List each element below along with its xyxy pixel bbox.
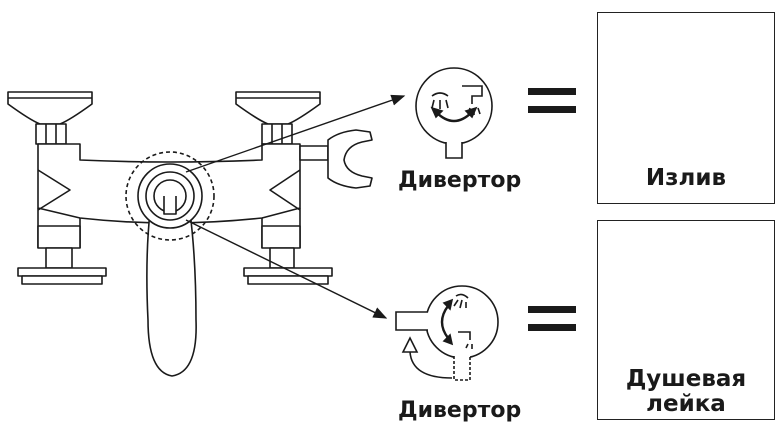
- shower-label-line2: лейка: [646, 391, 726, 417]
- shower-panel: Душевая лейка: [597, 220, 775, 420]
- left-wall-flange: [17, 267, 107, 285]
- shower-label-line1: Душевая: [625, 366, 747, 392]
- mixer-faucet: [7, 91, 373, 377]
- diverter-label-top: Дивертор: [398, 168, 522, 193]
- diverter-label-bottom: Дивертор: [398, 398, 522, 423]
- arrow-to-bottom-diverter: [185, 219, 388, 319]
- lever-handle: [146, 211, 197, 377]
- left-handle: [7, 91, 93, 145]
- arrow-to-top-diverter: [185, 94, 406, 173]
- spout-panel: Излив: [597, 12, 775, 204]
- right-wall-flange: [243, 267, 333, 285]
- shower-holder: [299, 129, 373, 189]
- diverter-icon-shower: [395, 285, 499, 381]
- diverter-icon-spout: [415, 67, 493, 159]
- equals-sign-bottom: [528, 306, 576, 331]
- right-handle: [235, 91, 321, 145]
- spout-label: Излив: [645, 165, 727, 191]
- equals-sign-top: [528, 88, 576, 113]
